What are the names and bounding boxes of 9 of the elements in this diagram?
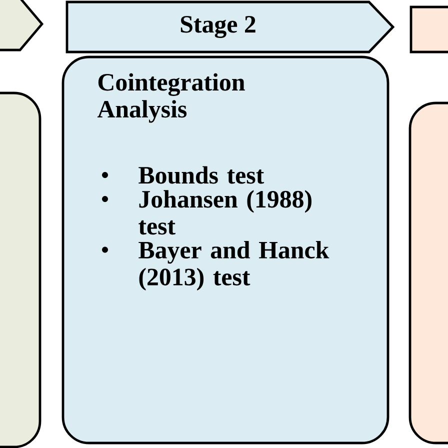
chevron-shape — [0, 0, 44, 52]
rounded-panel — [0, 92, 42, 448]
rounded-panel — [410, 6, 448, 54]
bullet-item: Johansen (1988) test — [138, 190, 312, 235]
bullet-item: Bounds test — [138, 166, 264, 184]
bullet-item: Bayer and Hanck (2013) test — [138, 241, 330, 290]
panel-heading: Cointegration Analysis — [97, 73, 245, 123]
stage-header: Stage 2 — [66, 0, 395, 54]
rounded-panel — [408, 102, 448, 444]
